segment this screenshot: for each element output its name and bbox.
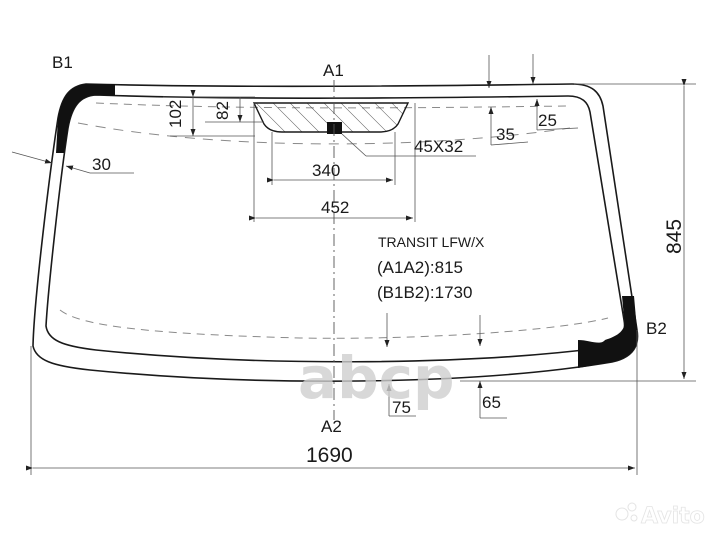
dim-452-value: 452 <box>321 198 349 217</box>
dim-845 <box>460 79 696 382</box>
label-a1: A1 <box>323 61 344 80</box>
watermark-abcp: abcp <box>298 344 455 412</box>
dim-45x32-value: 45X32 <box>414 137 463 156</box>
sensor-area <box>252 102 410 134</box>
dim-65-value: 65 <box>482 393 501 412</box>
dim-452 <box>249 103 416 222</box>
dim-30-value: 30 <box>92 155 111 174</box>
model-name: TRANSIT LFW/X <box>378 234 485 250</box>
dim-25-value: 25 <box>538 111 557 130</box>
avito-logo: Avito <box>615 502 705 529</box>
dim-102-value: 102 <box>166 100 185 128</box>
dim-35-value: 35 <box>496 125 515 144</box>
sensor-pad <box>327 122 342 134</box>
dim-75 <box>384 313 416 417</box>
dashed-bottom-boundary <box>59 309 609 339</box>
dim-340-value: 340 <box>312 161 340 180</box>
black-band-top-left <box>56 84 115 153</box>
dim-1690 <box>26 330 638 475</box>
avito-watermark: Avito <box>641 504 705 529</box>
dashed-top-secondary <box>77 122 571 145</box>
glass-inner-outline <box>45 94 626 363</box>
glass-outer-outline <box>32 83 639 382</box>
label-b1: B1 <box>52 53 73 72</box>
dim-340 <box>267 132 396 185</box>
dim-1690-value: 1690 <box>306 444 353 467</box>
diagonal-b1b2: (B1B2):1730 <box>377 283 472 302</box>
black-band-bottom-right <box>578 296 638 368</box>
dim-65 <box>477 315 507 419</box>
dim-45x32-leader <box>341 133 476 157</box>
dim-30 <box>11 151 134 174</box>
diagonal-a1a2: (A1A2):815 <box>377 258 463 277</box>
dim-845-value: 845 <box>663 219 686 254</box>
label-a2: A2 <box>321 417 342 436</box>
dim-75-value: 75 <box>392 398 411 417</box>
dim-25 <box>530 54 579 131</box>
dim-35 <box>486 55 529 146</box>
label-b2: B2 <box>646 319 667 338</box>
dim-82-value: 82 <box>213 101 232 120</box>
